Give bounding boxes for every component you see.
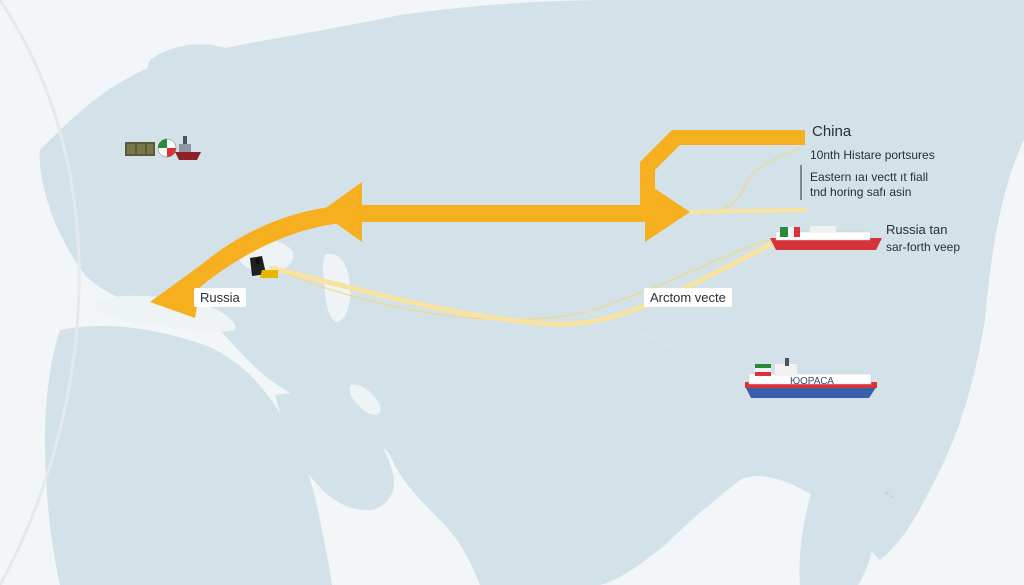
africa-land xyxy=(45,325,332,585)
caspian-sea xyxy=(323,253,351,322)
route-main-arc xyxy=(175,205,650,300)
island-dot xyxy=(885,491,889,495)
island-dot xyxy=(890,495,894,499)
route-arrowhead-russia xyxy=(150,262,205,318)
label-sar-forth: sar-forth veep xyxy=(886,240,961,254)
sea-peninsula xyxy=(799,470,874,585)
persian-gulf xyxy=(349,384,381,415)
route-light-top xyxy=(683,208,807,214)
label-russia: Russia xyxy=(194,288,246,307)
label-ship-name: ЮОРАСА xyxy=(790,376,834,387)
label-note-line1: 10nth Histare portsures xyxy=(810,148,935,162)
thin-routes xyxy=(271,147,801,391)
ship-icon-south xyxy=(745,358,877,398)
scandinavia-land xyxy=(145,44,252,155)
label-china: China xyxy=(812,123,852,140)
ship-icon-east xyxy=(770,226,882,250)
india-land xyxy=(468,424,556,575)
label-arctom: Arctom vecte xyxy=(644,288,732,307)
route-main xyxy=(150,130,805,318)
route-arrowhead-mid xyxy=(320,182,362,242)
oil-rig-icon xyxy=(250,256,278,278)
thin-route-south xyxy=(559,299,761,391)
label-note-line3: tnd horing safı asin xyxy=(810,185,912,199)
islands xyxy=(885,491,894,499)
thin-route-east xyxy=(271,239,771,321)
eurasia-land xyxy=(39,0,1024,585)
globe-edge xyxy=(0,0,81,585)
label-note-line2: Eastern ıaı vectt ıt fiall xyxy=(810,170,929,184)
route-arrowhead-east xyxy=(645,182,690,242)
land-masses xyxy=(39,0,1024,585)
cargo-ship-icon xyxy=(125,136,201,160)
thin-route-note xyxy=(699,147,801,216)
label-russia-tan: Russia tan xyxy=(886,222,948,237)
arabia-land xyxy=(275,393,394,511)
route-main-link xyxy=(640,130,805,212)
route-light xyxy=(269,237,783,327)
